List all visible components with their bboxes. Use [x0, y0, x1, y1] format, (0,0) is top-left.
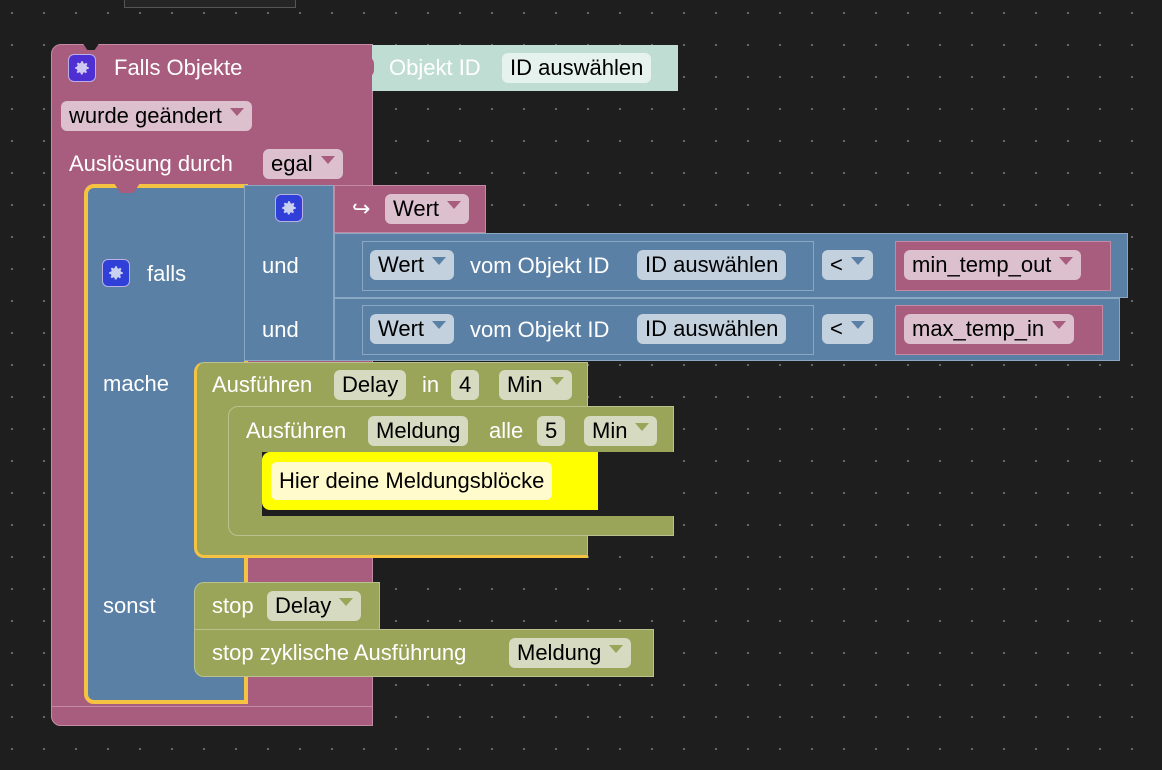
- variable-dropdown-2[interactable]: max_temp_in: [904, 314, 1075, 344]
- interval-every-label: alle: [489, 418, 524, 443]
- variable-dropdown-1[interactable]: min_temp_out: [904, 250, 1082, 280]
- stop-interval-dropdown[interactable]: Meldung: [509, 638, 632, 668]
- object-id-field-1[interactable]: ID auswählen: [637, 250, 787, 280]
- operator-dropdown-1[interactable]: <: [822, 250, 873, 280]
- stop-timeout-dropdown[interactable]: Delay: [267, 591, 362, 621]
- stop-timeout-label: stop: [212, 593, 254, 618]
- toolbar-panel-edge: [124, 0, 296, 8]
- of-object-label-2: vom Objekt ID: [470, 317, 610, 342]
- stop-interval-label: stop zyklische Ausführung: [212, 640, 467, 665]
- and-gear-button[interactable]: [275, 194, 303, 222]
- do-label: mache: [103, 371, 170, 396]
- trigger-by-label: Auslösung durch: [69, 151, 233, 176]
- and-label-1: und: [262, 253, 299, 278]
- timeout-in-label: in: [422, 372, 440, 397]
- return-arrow-icon: ↪: [352, 196, 371, 221]
- else-label: sonst: [103, 593, 156, 618]
- timeout-label: Ausführen: [212, 372, 313, 397]
- gear-icon: [109, 266, 123, 280]
- of-object-label-1: vom Objekt ID: [470, 253, 610, 278]
- gear-icon: [282, 201, 296, 215]
- interval-label: Ausführen: [246, 418, 347, 443]
- object-id-connector-tab: [360, 56, 374, 78]
- trigger-value-dropdown[interactable]: Wert: [385, 194, 470, 224]
- trigger-gear-button[interactable]: [68, 54, 96, 82]
- trigger-title: Falls Objekte: [114, 55, 243, 80]
- timeout-unit-dropdown[interactable]: Min: [499, 370, 573, 400]
- object-id-field[interactable]: ID auswählen: [502, 53, 652, 83]
- trigger-by-dropdown[interactable]: egal: [263, 149, 343, 179]
- interval-unit-dropdown[interactable]: Min: [584, 416, 658, 446]
- property-dropdown-1[interactable]: Wert: [370, 250, 455, 280]
- and-label-2: und: [262, 317, 299, 342]
- if-label: falls: [147, 261, 187, 286]
- interval-name-field[interactable]: Meldung: [368, 416, 469, 446]
- gear-icon: [75, 61, 89, 75]
- timeout-value-field[interactable]: 4: [451, 370, 480, 400]
- trigger-condition-dropdown[interactable]: wurde geändert: [61, 101, 252, 131]
- placeholder-text[interactable]: Hier deine Meldungsblöcke: [271, 462, 553, 500]
- trigger-block-footer: [51, 706, 373, 726]
- trigger-block-notch: [82, 42, 100, 50]
- timeout-name-field[interactable]: Delay: [334, 370, 407, 400]
- if-gear-button[interactable]: [102, 259, 130, 287]
- if-block-notch: [114, 183, 140, 193]
- object-id-label: Objekt ID: [389, 55, 481, 80]
- property-dropdown-2[interactable]: Wert: [370, 314, 455, 344]
- object-id-field-2[interactable]: ID auswählen: [637, 314, 787, 344]
- operator-dropdown-2[interactable]: <: [822, 314, 873, 344]
- interval-value-field[interactable]: 5: [537, 416, 566, 446]
